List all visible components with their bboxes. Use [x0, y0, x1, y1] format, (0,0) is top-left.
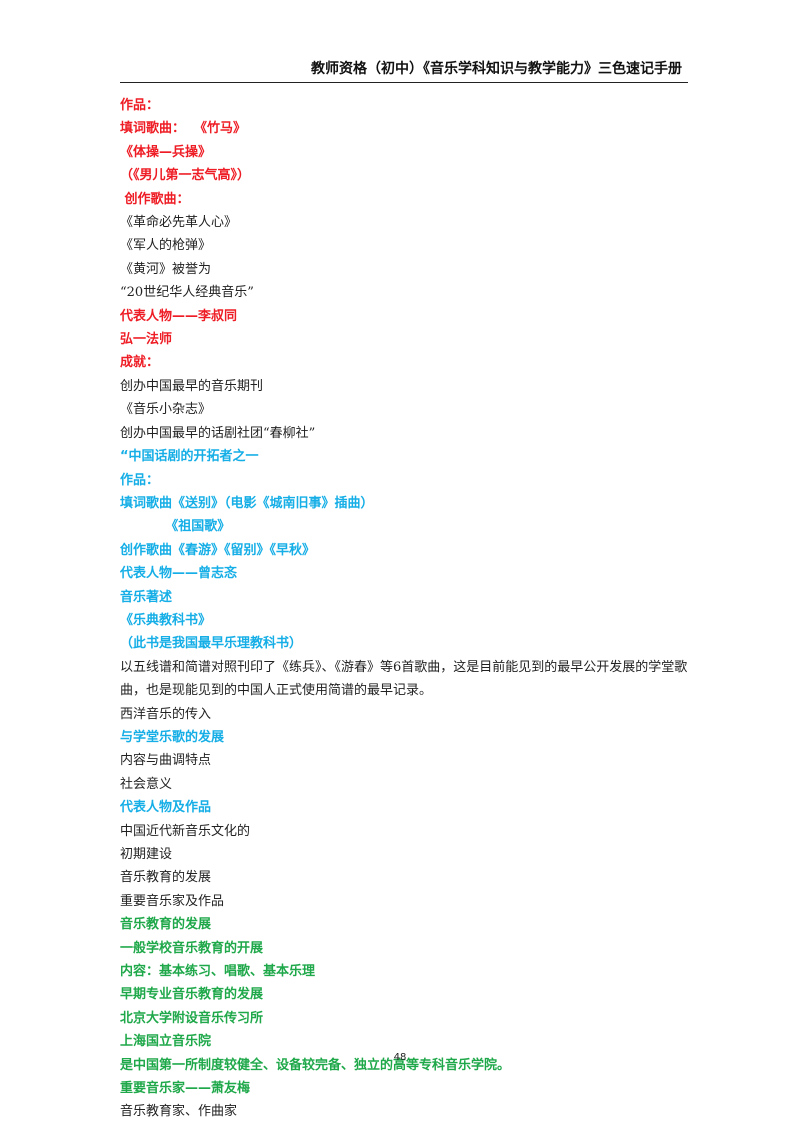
text-line: 代表人物——曾志忞 — [120, 566, 238, 582]
text-line: 《音乐小杂志》 — [120, 402, 212, 418]
text-line: 创办中国最早的话剧社团“春柳社” — [120, 425, 316, 441]
text-line: 《黄河》被誉为 — [120, 261, 212, 277]
text-line: 《祖国歌》 — [120, 519, 231, 535]
text-line: 填词歌曲： 《竹马》 — [120, 121, 247, 137]
text-line: “中国话剧的开拓者之一 — [120, 449, 259, 465]
text-line: 《乐典教科书》 — [120, 612, 212, 628]
text-line: 创办中国最早的音乐期刊 — [120, 378, 264, 394]
text-line: 成就： — [120, 355, 160, 371]
text-line: 内容：基本练习、唱歌、基本乐理 — [120, 964, 316, 980]
text-line: 初期建设 — [120, 847, 173, 862]
running-header: 教师资格（初中）《音乐学科知识与教学能力》三色速记手册 — [311, 61, 682, 77]
text-line: 北京大学附设音乐传习所 — [120, 1010, 264, 1026]
text-line: 音乐教育家、作曲家 — [120, 1104, 238, 1120]
text-line: 音乐著述 — [120, 589, 173, 605]
text-line: 中国近代新音乐文化的 — [120, 823, 251, 839]
text-line: （《男儿第一志气高》） — [120, 168, 251, 184]
text-line: （此书是我国最早乐理教科书） — [120, 636, 303, 652]
page-number: 48 — [393, 1052, 407, 1063]
text-line: 《革命必先革人心》 — [120, 215, 238, 231]
text-line: 早期专业音乐教育的发展 — [120, 987, 264, 1003]
text-line: 弘一法师 — [120, 332, 173, 348]
text-line: 创作歌曲《春游》《留别》《早秋》 — [120, 542, 316, 558]
text-line: 以五线谱和简谱对照刊印了《练兵》、《游春》等6首歌曲，这是目前能见到的最早公开发… — [120, 659, 688, 699]
text-line: 重要音乐家——萧友梅 — [120, 1081, 251, 1097]
text-line: 创作歌曲： — [120, 191, 190, 207]
text-line: 内容与曲调特点 — [120, 753, 212, 769]
text-line: 代表人物及作品 — [120, 800, 212, 816]
text-line: 作品： — [120, 472, 160, 488]
text-line: 与学堂乐歌的发展 — [120, 729, 225, 745]
text-line: 上海国立音乐院 — [120, 1034, 212, 1050]
text-line: 是中国第一所制度较健全、设备较完备、独立的高等专科音乐学院。 — [120, 1057, 511, 1073]
text-line: 音乐教育的发展 — [120, 870, 212, 886]
text-line: 音乐教育的发展 — [120, 917, 212, 933]
text-line: 社会意义 — [120, 776, 173, 792]
header-rule — [120, 82, 688, 83]
text-line: “20世纪华人经典音乐” — [120, 285, 254, 301]
text-line: 填词歌曲《送别》（电影《城南旧事》插曲） — [120, 495, 374, 511]
text-line: 《体操—兵操》 — [120, 144, 212, 160]
text-line: 作品： — [120, 98, 160, 113]
text-line: 重要音乐家及作品 — [120, 893, 225, 909]
text-line: 代表人物——李叔同 — [120, 308, 238, 324]
text-line: 《军人的枪弹》 — [120, 238, 212, 254]
text-line: 一般学校音乐教育的开展 — [120, 940, 264, 956]
text-line: 西洋音乐的传入 — [120, 706, 212, 722]
page-content: 作品： 填词歌曲： 《竹马》《体操—兵操》 （《男儿第一志气高》） 创作歌曲： 《革命… — [120, 94, 692, 1124]
